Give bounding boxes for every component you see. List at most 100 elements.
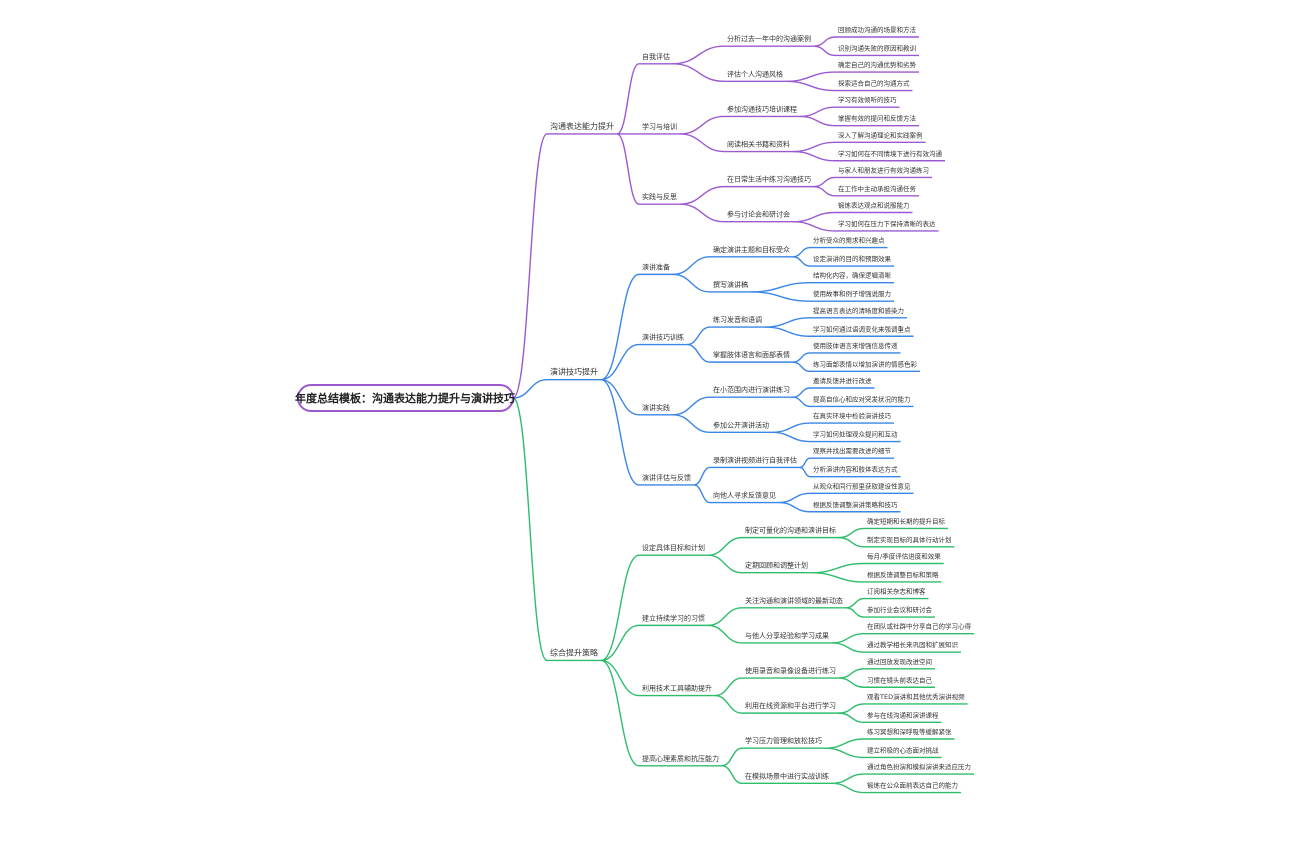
topic-2-2[interactable]: 利用技术工具辅助提升: [639, 684, 715, 697]
leaf-0-0-0-1[interactable]: 识别沟通失败的原因和教训: [835, 43, 919, 57]
connector-line: [721, 747, 743, 767]
leaf-0-2-1-0[interactable]: 锻炼表达观点和说服能力: [835, 201, 913, 214]
leaf-0-0-0-1-label: 识别沟通失败的原因和教训: [838, 43, 916, 52]
leaf-0-2-0-0[interactable]: 与家人和朋友进行有效沟通练习: [835, 165, 932, 179]
leaf-2-2-1-0[interactable]: 观看TED演讲和其他优秀演讲视频: [864, 692, 968, 705]
leaf-0-0-1-1[interactable]: 探索适合自己的沟通方式: [835, 79, 913, 92]
connector-line: [838, 703, 865, 714]
leaf-2-2-1-0-label: 观看TED演讲和其他优秀演讲视频: [867, 692, 965, 701]
leaf-0-1-1-1[interactable]: 学习如何在不同情境下进行有效沟通: [835, 149, 945, 162]
topic-1-0[interactable]: 演讲准备: [639, 262, 673, 276]
subtopic-1-1-0[interactable]: 练习发音和语调: [710, 315, 765, 328]
connector-line: [600, 659, 640, 697]
connector-line: [750, 291, 811, 302]
leaf-2-1-0-0[interactable]: 订阅相关杂志和博客: [864, 587, 929, 600]
leaf-2-0-1-1[interactable]: 根据反馈调整目标和策略: [864, 570, 942, 583]
leaf-2-2-0-1[interactable]: 习惯在镜头前表达自己: [864, 675, 935, 688]
topic-0-2[interactable]: 实践与反思: [639, 192, 680, 205]
subtopic-0-2-0-label: 在日常生活中练习沟通技巧: [727, 175, 811, 184]
subtopic-1-3-1-label: 向他人寻求反馈意见: [713, 491, 776, 500]
leaf-1-3-1-0[interactable]: 从观众和同行那里获取建设性意见: [810, 481, 914, 494]
leaf-2-1-1-0[interactable]: 在团队或社群中分享自己的学习心得: [864, 622, 974, 635]
leaf-1-1-1-0[interactable]: 使用肢体语言来增强信息传递: [810, 341, 901, 354]
subtopic-0-0-0[interactable]: 分析过去一年中的沟通案例: [724, 34, 814, 47]
leaf-1-2-0-1[interactable]: 提高自信心和应对突发状况的能力: [810, 394, 914, 408]
leaf-0-2-0-1[interactable]: 在工作中主动承担沟通任务: [835, 184, 919, 197]
leaf-0-1-0-1[interactable]: 掌握有效的提问和反馈方法: [835, 114, 919, 127]
leaf-1-0-0-0[interactable]: 分析受众的需求和兴趣点: [810, 236, 888, 249]
subtopic-1-1-1[interactable]: 掌握肢体语言和面部表情: [710, 350, 793, 363]
leaf-1-1-0-0[interactable]: 提高语言表达的清晰度和感染力: [810, 306, 907, 319]
leaf-1-2-0-0[interactable]: 邀请反馈并进行改进: [810, 376, 875, 389]
leaf-2-0-0-1[interactable]: 制定实现目标的具体行动计划: [864, 535, 955, 548]
leaf-2-0-1-0-label: 每月/季度评估进度和效果: [867, 552, 941, 561]
subtopic-0-2-1[interactable]: 参与讨论会和研讨会: [724, 210, 793, 223]
leaf-0-2-1-1[interactable]: 学习如何在压力下保持清晰的表达: [835, 219, 939, 232]
leaf-2-1-0-1[interactable]: 参加行业会议和研讨会: [864, 605, 935, 618]
connector-line: [707, 554, 743, 574]
leaf-1-3-1-1[interactable]: 根据反馈调整演讲策略和技巧: [810, 500, 901, 513]
leaf-2-3-0-1[interactable]: 建立积极的心态面对挑战: [864, 745, 942, 759]
leaf-1-2-1-1[interactable]: 学习如何处理观众提问和互动: [810, 430, 901, 443]
leaf-0-1-0-0[interactable]: 学习有效倾听的技巧: [835, 95, 900, 108]
subtopic-2-0-1[interactable]: 定期回顾和调整计划: [742, 561, 811, 574]
topic-1-2[interactable]: 演讲实践: [639, 403, 673, 416]
leaf-1-1-0-1[interactable]: 学习如何通过语调变化来强调重点: [810, 324, 914, 337]
subtopic-2-1-1[interactable]: 与他人分享经验和学习成果: [742, 631, 832, 644]
connector-line: [714, 677, 743, 697]
topic-1-3[interactable]: 演讲评估与反馈: [639, 473, 694, 486]
subtopic-2-3-0[interactable]: 学习压力管理和放松技巧: [742, 736, 825, 749]
subtopic-1-3-0[interactable]: 录制演讲视频进行自我评估: [710, 455, 800, 469]
subtopic-2-1-0[interactable]: 关注沟通和演讲领域的最新动态: [742, 596, 846, 609]
leaf-1-2-1-0[interactable]: 在真实环境中检验演讲技巧: [810, 411, 894, 424]
root-node[interactable]: 年度总结模板：沟通表达能力提升与演讲技巧: [295, 384, 515, 412]
subtopic-2-3-0-label: 学习压力管理和放松技巧: [745, 736, 822, 745]
leaf-2-0-0-0-label: 确定短期和长期的提升目标: [867, 516, 946, 525]
leaf-0-0-1-1-label: 探索适合自己的沟通方式: [838, 79, 910, 88]
leaf-0-1-1-0[interactable]: 深入了解沟通理论和实践案例: [835, 130, 926, 144]
leaf-2-0-0-0[interactable]: 确定短期和长期的提升目标: [864, 516, 948, 530]
subtopic-2-3-1[interactable]: 在模拟场景中进行实战训练: [742, 771, 832, 785]
leaf-1-0-1-1[interactable]: 使用故事和例子增强说服力: [810, 289, 894, 302]
topic-0-1[interactable]: 学习与培训: [639, 122, 680, 135]
leaf-2-3-1-1[interactable]: 锻炼在公众面前表达自己的能力: [864, 781, 961, 794]
branch-2[interactable]: 综合提升策略: [547, 647, 601, 662]
leaf-1-3-0-1[interactable]: 分析演讲内容和肢体表达方式: [810, 465, 901, 478]
connector-line: [792, 211, 836, 223]
branch-0[interactable]: 沟通表达能力提升: [547, 121, 617, 135]
topic-2-0[interactable]: 设定具体目标和计划: [639, 543, 708, 556]
leaf-1-3-0-0[interactable]: 观察并找出需要改进的细节: [810, 446, 894, 459]
leaf-0-0-1-0[interactable]: 确定自己的沟通优势和劣势: [835, 60, 919, 73]
topic-2-1[interactable]: 建立持续学习的习惯: [639, 613, 708, 627]
leaf-2-2-0-0[interactable]: 通过回放发现改进空间: [864, 657, 935, 670]
topic-0-0[interactable]: 自我评估: [639, 52, 673, 65]
leaf-1-1-1-1[interactable]: 练习面部表情以增加演讲的情感色彩: [810, 359, 920, 373]
subtopic-1-0-0[interactable]: 确定演讲主题和目标受众: [710, 245, 793, 258]
leaf-2-1-1-1[interactable]: 通过教学相长来巩固和扩展知识: [864, 640, 961, 653]
leaf-2-0-1-0[interactable]: 每月/季度评估进度和效果: [864, 552, 944, 565]
subtopic-1-2-1[interactable]: 参加公开演讲活动: [710, 420, 772, 434]
connector-line: [512, 397, 548, 662]
subtopic-2-2-1[interactable]: 利用在线资源和平台进行学习: [742, 701, 839, 714]
subtopic-0-1-0[interactable]: 参加沟通技巧培训课程: [724, 104, 800, 118]
connector-line: [792, 246, 811, 258]
branch-1[interactable]: 演讲技巧提升: [547, 367, 601, 381]
connector-line: [707, 607, 743, 627]
leaf-1-0-1-0[interactable]: 结构化内容，确保逻辑清晰: [810, 271, 894, 284]
leaf-0-0-0-0[interactable]: 回顾成功沟通的场景和方法: [835, 25, 919, 38]
subtopic-2-0-0[interactable]: 制定可量化的沟通和演讲目标: [742, 526, 839, 539]
leaf-2-2-1-1[interactable]: 参与在线沟通和演讲课程: [864, 710, 942, 724]
leaf-2-0-0-1-label: 制定实现目标的具体行动计划: [867, 535, 952, 544]
leaf-2-3-1-0[interactable]: 通过角色扮演和模拟演讲来适应压力: [864, 762, 974, 775]
topic-1-1[interactable]: 演讲技巧训练: [639, 333, 687, 346]
leaf-1-0-0-1[interactable]: 设定演讲的目的和预期效果: [810, 254, 894, 267]
subtopic-1-3-1[interactable]: 向他人寻求反馈意见: [710, 491, 779, 504]
subtopic-2-2-0[interactable]: 使用录音和录像设备进行练习: [742, 666, 839, 679]
subtopic-0-1-1[interactable]: 阅读相关书籍和资料: [724, 140, 793, 153]
topic-2-3[interactable]: 提高心理素质和抗压能力: [639, 754, 722, 767]
subtopic-1-0-1[interactable]: 撰写演讲稿: [710, 280, 751, 293]
leaf-2-3-0-0[interactable]: 练习冥想和深呼吸等缓解紧张: [864, 727, 955, 740]
subtopic-0-0-1[interactable]: 评估个人沟通风格: [724, 69, 786, 83]
subtopic-1-2-0[interactable]: 在小范围内进行演讲练习: [710, 385, 793, 398]
subtopic-0-2-0[interactable]: 在日常生活中练习沟通技巧: [724, 175, 814, 188]
